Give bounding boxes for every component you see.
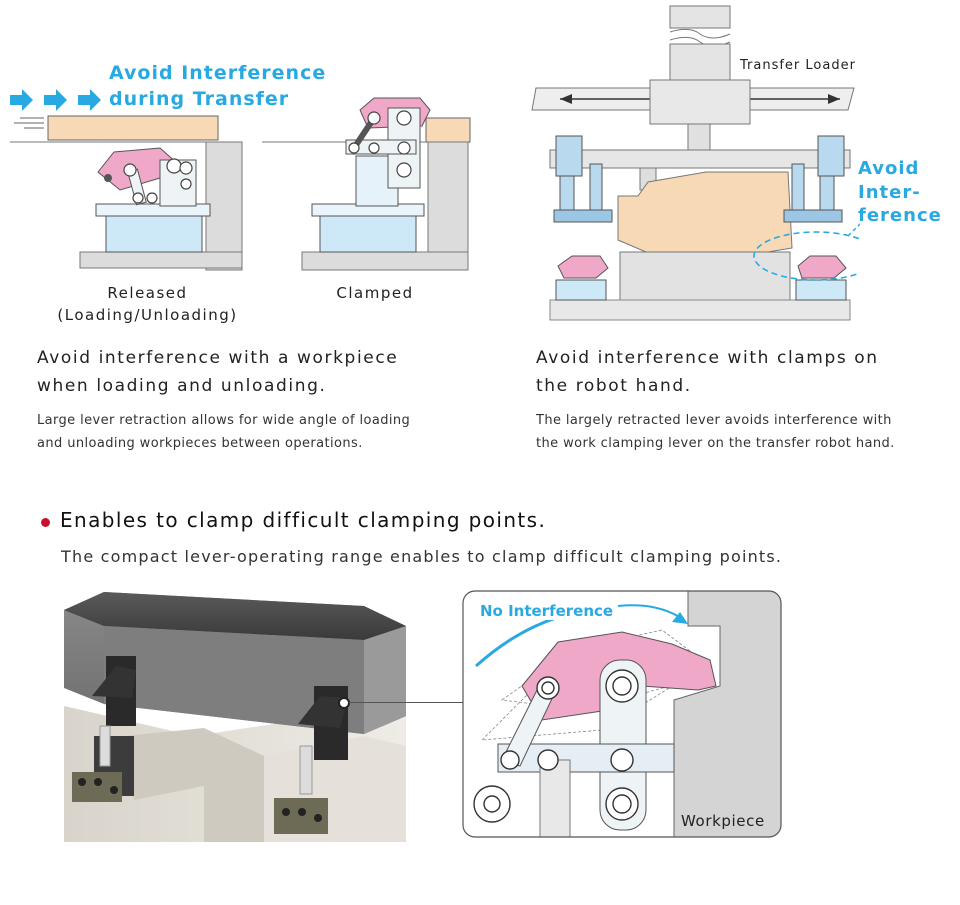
section2-subtitle: The compact lever-operating range enable… [61,547,783,566]
left-body-line2: and unloading workpieces between operati… [37,436,363,451]
transfer-loader-label: Transfer Loader [740,58,856,73]
detail-closeup-illustration [462,590,782,838]
workpiece-label: Workpiece [681,812,765,830]
transfer-loader-illustration [531,5,860,321]
left-heading-line1: Avoid interference with a workpiece [37,348,399,368]
released-clamp-illustration [10,115,243,271]
caption-clamped: Clamped [336,284,414,302]
caption-released: Released [107,284,188,302]
right-body-line1: The largely retracted lever avoids inter… [536,413,892,428]
no-interference-label: No Interference [478,602,616,620]
headline-during-transfer: during Transfer [109,88,290,110]
headline-avoid-interference: Avoid Interference [109,62,327,84]
avoid-label-line3: ference [858,205,942,226]
left-heading-line2: when loading and unloading. [37,376,327,396]
right-heading-line1: Avoid interference with clamps on [536,348,879,368]
section-bullet-icon [41,518,50,527]
clamp-3d-render [64,586,406,842]
caption-loading-unloading: (Loading/Unloading) [57,306,238,324]
callout-line [349,702,463,703]
left-body-line1: Large lever retraction allows for wide a… [37,413,411,428]
avoid-label-line1: Avoid [858,158,920,179]
avoid-label-line2: Inter- [858,182,921,203]
right-body-line2: the work clamping lever on the transfer … [536,436,895,451]
transfer-arrows [10,89,101,111]
right-heading-line2: the robot hand. [536,376,692,396]
section2-title: Enables to clamp difficult clamping poin… [60,508,547,532]
clamped-clamp-illustration [262,97,471,271]
